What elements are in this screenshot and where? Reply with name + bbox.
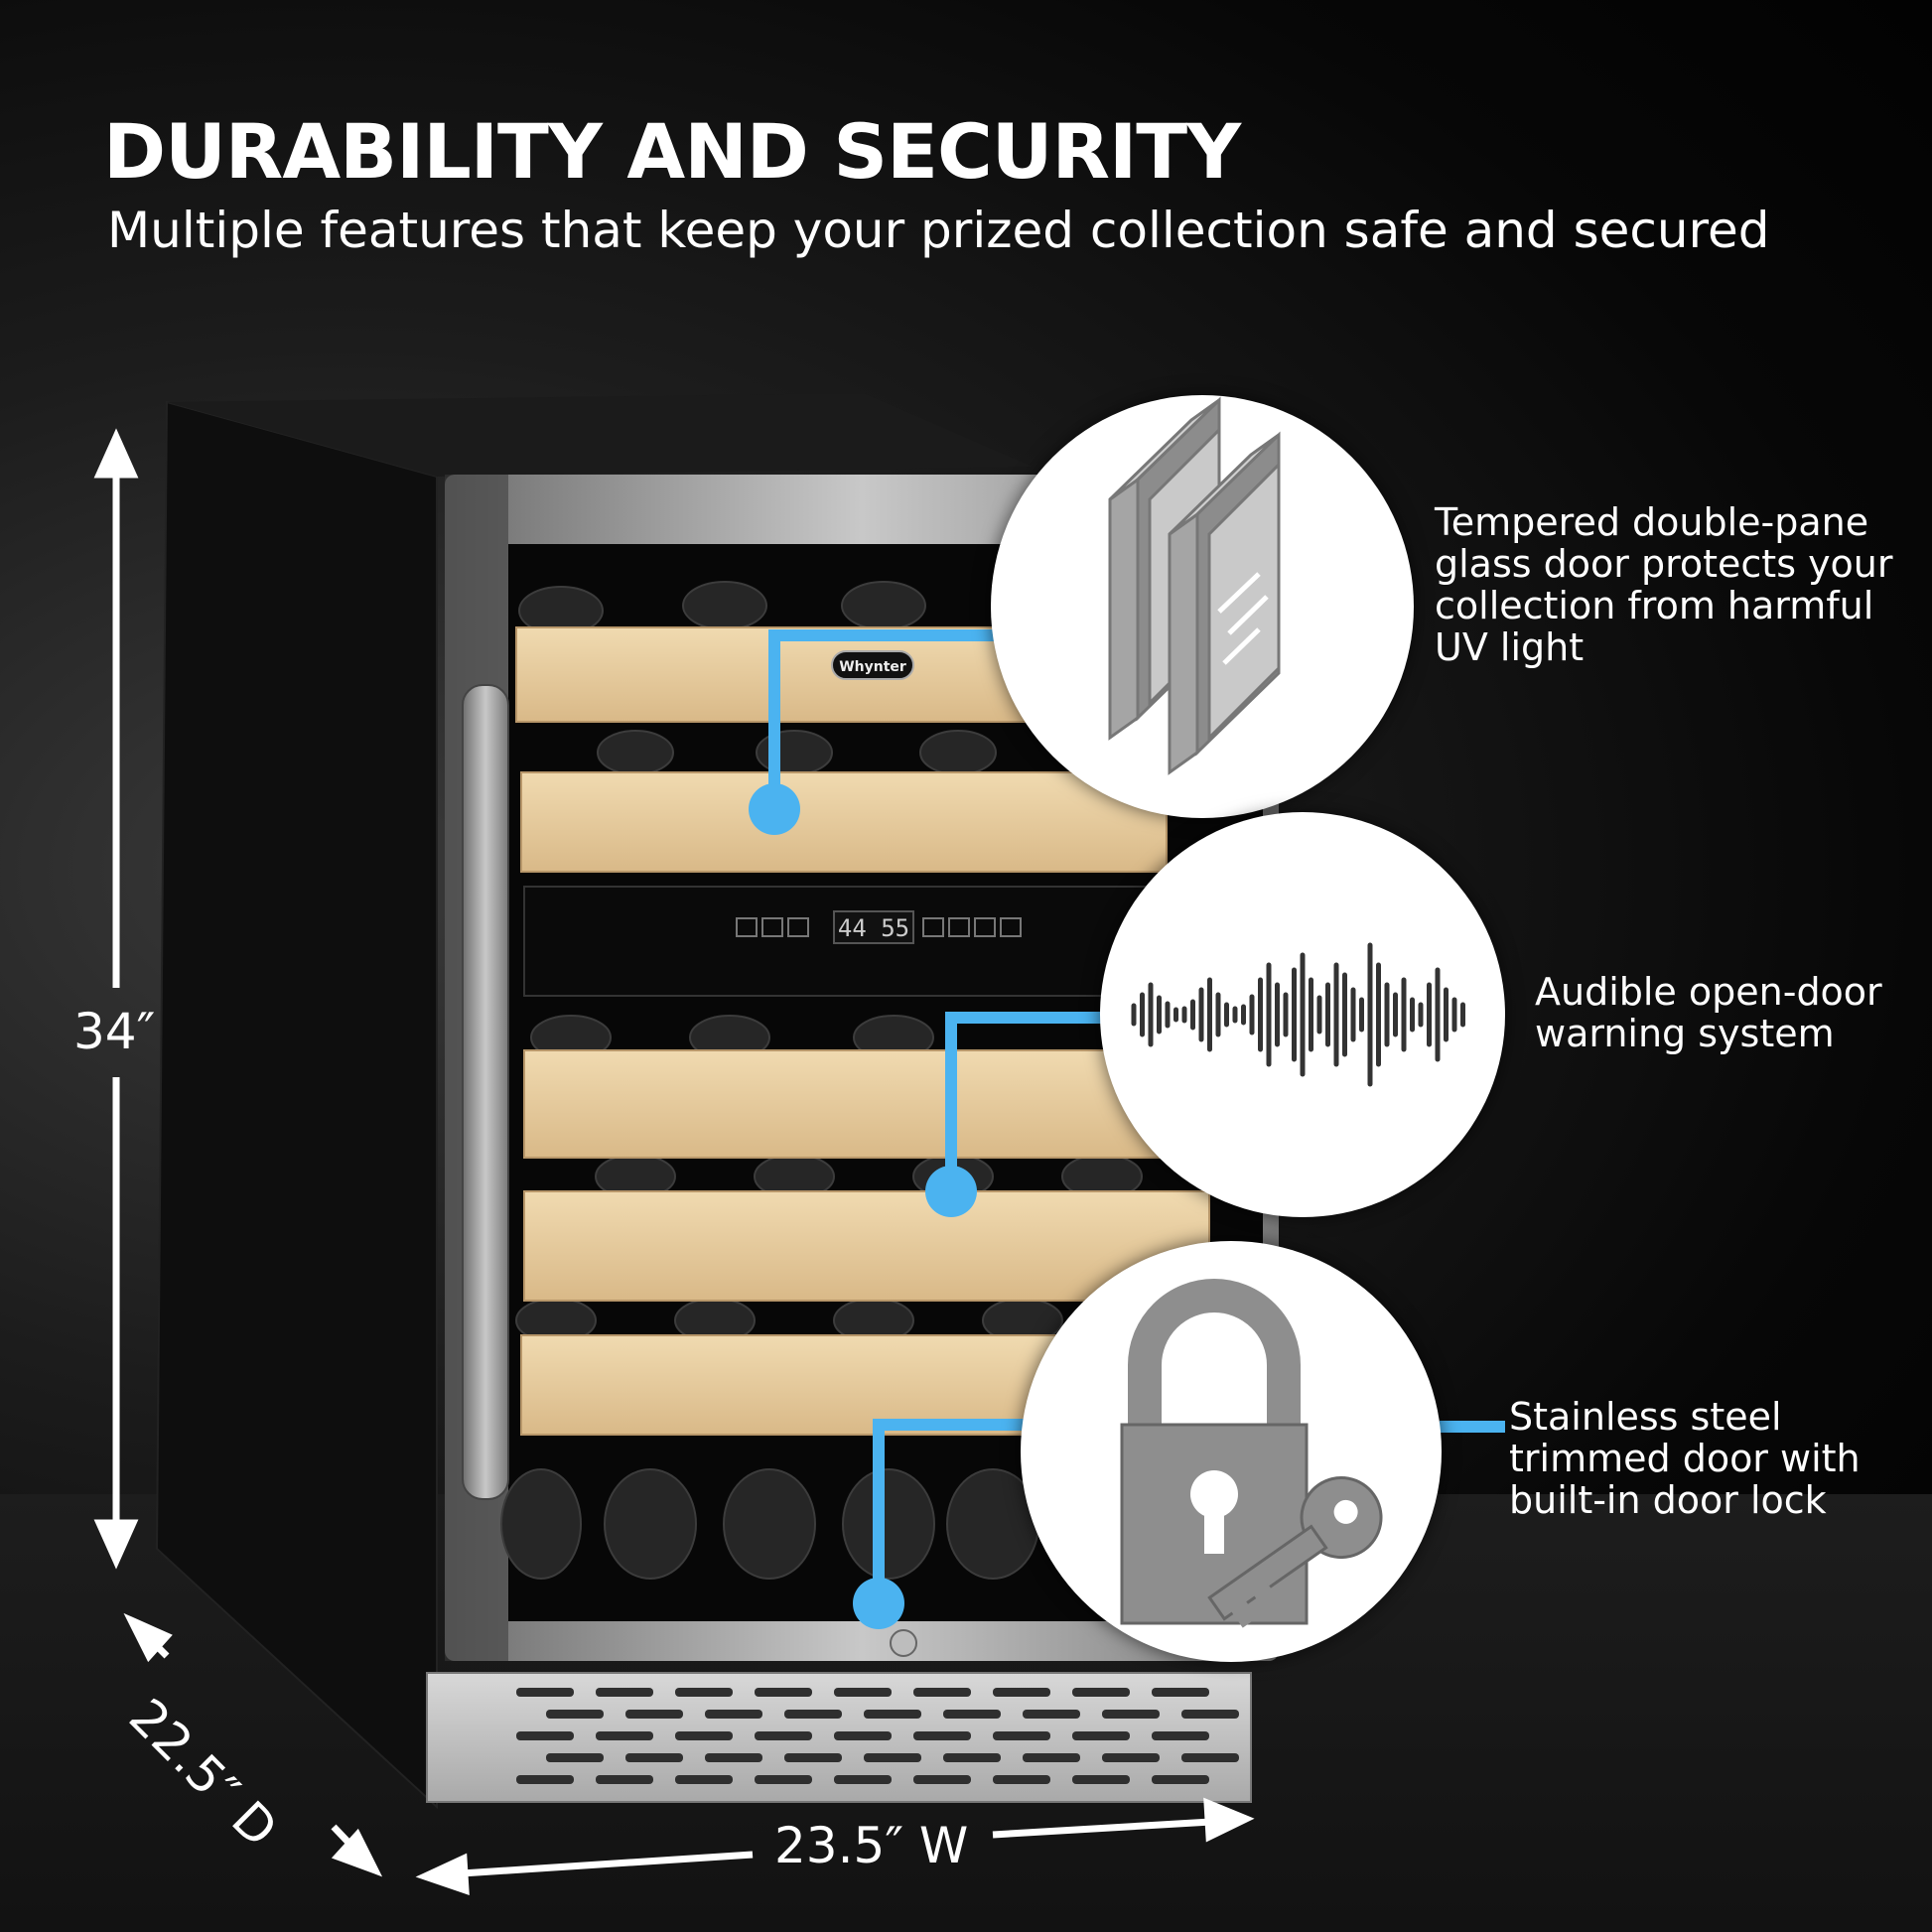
grille-slot: [834, 1775, 892, 1784]
grille-slot: [755, 1731, 812, 1740]
grille-slot: [1102, 1753, 1160, 1762]
grille-slot: [596, 1775, 653, 1784]
grille-slot: [596, 1731, 653, 1740]
grille-slot: [625, 1753, 683, 1762]
grille-slot: [1023, 1710, 1080, 1719]
grille-slot: [784, 1710, 842, 1719]
grille-slot: [546, 1753, 604, 1762]
grille-slot: [705, 1753, 762, 1762]
feature-circle-sound: [1100, 812, 1505, 1217]
door-lock: [890, 1629, 917, 1657]
temperature-display: [833, 910, 914, 944]
cabinet-side: [155, 400, 438, 1810]
dimension-arrows: [93, 428, 1255, 1896]
connector-dots: [749, 783, 977, 1629]
grille-slot: [675, 1688, 733, 1697]
grille-slot: [755, 1688, 812, 1697]
page-title: DURABILITY AND SECURITY: [103, 107, 1241, 196]
feature-text-warning-system: Audible open-door warning system: [1535, 971, 1882, 1054]
feature-text-door-lock: Stainless steel trimmed door with built-…: [1509, 1396, 1861, 1521]
grille-slot: [546, 1710, 604, 1719]
page-subtitle: Multiple features that keep your prized …: [107, 202, 1770, 259]
feature-line: Audible open-door: [1535, 970, 1882, 1014]
width-dimension-label: 23.5″ W: [774, 1817, 969, 1874]
feature-circle-glass: [991, 395, 1414, 818]
grille-slot: [993, 1775, 1050, 1784]
wooden-shelves: [515, 626, 1210, 1436]
grille-slot: [1152, 1688, 1209, 1697]
grille-slot: [516, 1775, 574, 1784]
feature-text-glass-door: Tempered double-pane glass door protects…: [1435, 501, 1893, 668]
grille-slot: [864, 1753, 921, 1762]
feature-line: Stainless steel: [1509, 1395, 1782, 1439]
grille-slot: [755, 1775, 812, 1784]
feature-line: built-in door lock: [1509, 1478, 1827, 1522]
grille-slot: [1152, 1731, 1209, 1740]
grille-slot: [1072, 1688, 1130, 1697]
feature-line: collection from harmful: [1435, 584, 1874, 627]
temperature-readout: 44 55: [838, 914, 909, 942]
feature-circle-lock: [1021, 1241, 1442, 1662]
feature-line: trimmed door with: [1509, 1437, 1861, 1480]
connector-lines: [768, 629, 1505, 1603]
grille-slot: [1181, 1753, 1239, 1762]
grille-slot: [784, 1753, 842, 1762]
grille-slots: [516, 1688, 1239, 1784]
height-dimension-label: 34″: [73, 1003, 156, 1060]
door-handle: [462, 684, 509, 1500]
double-pane-glass-icon: [1108, 396, 1281, 775]
grille-slot: [993, 1731, 1050, 1740]
grille-slot: [993, 1688, 1050, 1697]
cabinet-top: [167, 393, 1033, 477]
grille-slot: [913, 1731, 971, 1740]
padlock-key-icon: [1120, 1279, 1383, 1628]
feature-line: glass door protects your: [1435, 542, 1893, 586]
grille-slot: [834, 1688, 892, 1697]
brand-badge: [831, 650, 914, 680]
grille-slot: [1072, 1775, 1130, 1784]
feature-line: UV light: [1435, 625, 1585, 669]
grille-slot: [834, 1731, 892, 1740]
sound-wave-icon: [1131, 942, 1465, 1087]
grille-slot: [516, 1731, 574, 1740]
wine-bottles: [500, 581, 1143, 1580]
grille-slot: [943, 1753, 1001, 1762]
grille-slot: [1072, 1731, 1130, 1740]
grille-slot: [675, 1775, 733, 1784]
grille-slot: [943, 1710, 1001, 1719]
feature-line: Tempered double-pane: [1435, 500, 1869, 544]
grille-slot: [913, 1688, 971, 1697]
grille-slot: [864, 1710, 921, 1719]
grille-slot: [675, 1731, 733, 1740]
grille-slot: [913, 1775, 971, 1784]
grille-slot: [625, 1710, 683, 1719]
grille-slot: [1181, 1710, 1239, 1719]
grille-slot: [1152, 1775, 1209, 1784]
grille-slot: [1102, 1710, 1160, 1719]
grille-slot: [705, 1710, 762, 1719]
control-buttons: [736, 917, 1022, 937]
grille-slot: [1023, 1753, 1080, 1762]
feature-line: warning system: [1535, 1012, 1835, 1055]
grille-slot: [516, 1688, 574, 1697]
grille-slot: [596, 1688, 653, 1697]
brand-badge-text: Whynter: [839, 659, 906, 675]
